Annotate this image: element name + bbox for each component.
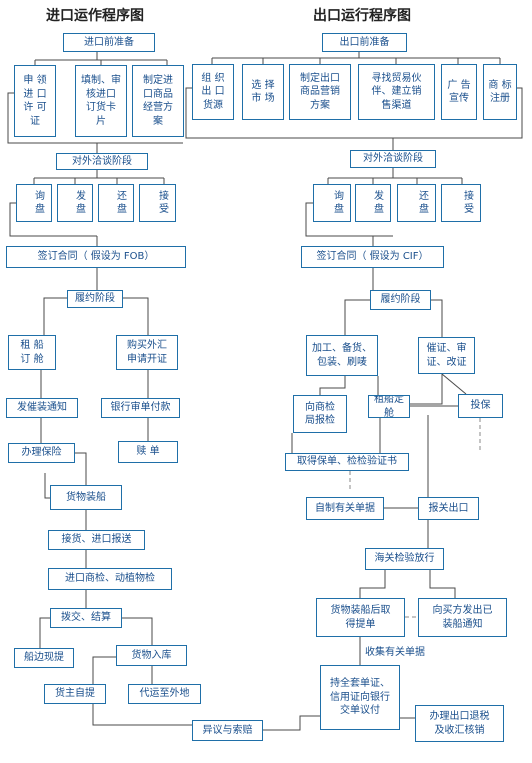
export-negotiation-node: 对外洽谈阶段 [350,150,436,168]
import-license-node: 申 领 进 口 许 可 证 [14,65,56,137]
export-advertising-node: 广 告 宣传 [441,64,477,120]
import-settlement-node: 拨交、结算 [50,608,122,628]
import-self-pickup-node: 货主自提 [44,684,106,704]
import-buy-forex-node: 购买外汇 申请开证 [116,335,178,370]
collect-docs-label: 收集有关单据 [365,647,425,658]
import-counter-offer-node: 还 盘 [98,184,134,222]
import-inquiry-node: 询 盘 [16,184,52,222]
export-title: 出口运行程序图 [313,8,411,24]
import-order-card-node: 填制、审 核进口 订货卡 片 [75,65,127,137]
export-marketing-plan-node: 制定出口 商品营销 方案 [289,64,351,120]
import-take-delivery-node: 接货、进口报送 [48,530,145,550]
import-loading-node: 货物装船 [50,485,122,510]
import-bank-payment-node: 银行审单付款 [101,398,180,418]
import-ship-side-pickup-node: 船边现提 [14,648,74,668]
export-lc-node: 催证、审 证、改证 [418,337,475,374]
export-insurance-node: 投保 [458,394,503,418]
import-redeem-docs-node: 赎 单 [118,441,178,463]
import-charter-ship-node: 租 船 订 舱 [8,335,56,370]
export-negotiation-docs-node: 持全套单证、 信用证向银行 交单议付 [320,665,400,730]
export-source-goods-node: 组 织 出 口 货源 [192,64,234,120]
import-negotiation-node: 对外洽谈阶段 [56,153,148,170]
import-offer-node: 发 盘 [57,184,93,222]
import-prep-node: 进口前准备 [63,33,155,52]
import-acceptance-node: 接 受 [139,184,176,222]
import-contract-node: 签订合同（ 假设为 FOB） [6,246,186,268]
import-transit-node: 代运至外地 [128,684,201,704]
import-business-plan-node: 制定进 口商品 经营方 案 [132,65,184,137]
claims-node: 异议与索赔 [192,720,263,741]
import-inspection-node: 进口商检、动植物检 [48,568,172,590]
export-contract-node: 签订合同（ 假设为 CIF） [301,246,444,268]
import-performance-node: 履约阶段 [67,290,123,308]
import-title: 进口运作程序图 [46,8,144,24]
export-acceptance-node: 接 受 [441,184,481,222]
export-shipping-advice-node: 向买方发出已 装船通知 [418,598,507,637]
export-inspection-node: 向商检 局报检 [293,395,347,433]
export-market-node: 选 择 市 场 [242,64,284,120]
import-insurance-node: 办理保险 [8,443,75,463]
import-shipping-notice-node: 发催装通知 [6,398,78,418]
export-counter-offer-node: 还 盘 [397,184,436,222]
import-warehouse-node: 货物入库 [116,645,187,666]
export-prep-node: 出口前准备 [322,33,407,52]
export-performance-node: 履约阶段 [370,290,431,310]
export-inquiry-node: 询 盘 [313,184,351,222]
export-certificates-node: 取得保单、检检验证书 [285,453,409,471]
export-declaration-node: 报关出口 [418,497,479,520]
export-prepare-goods-node: 加工、备货、 包装、刷唛 [306,335,378,376]
export-docs-node: 自制有关单据 [306,497,384,520]
export-bill-of-lading-node: 货物装船后取 得提单 [316,598,405,637]
export-refund-node: 办理出口退税 及收汇核销 [415,705,504,742]
export-offer-node: 发 盘 [355,184,391,222]
export-customs-node: 海关检验放行 [365,548,444,570]
export-trademark-node: 商 标 注册 [483,64,517,120]
export-partners-node: 寻找贸易伙 伴、建立销 售渠道 [358,64,435,120]
export-charter-ship-node: 租船定舱 [368,395,410,418]
